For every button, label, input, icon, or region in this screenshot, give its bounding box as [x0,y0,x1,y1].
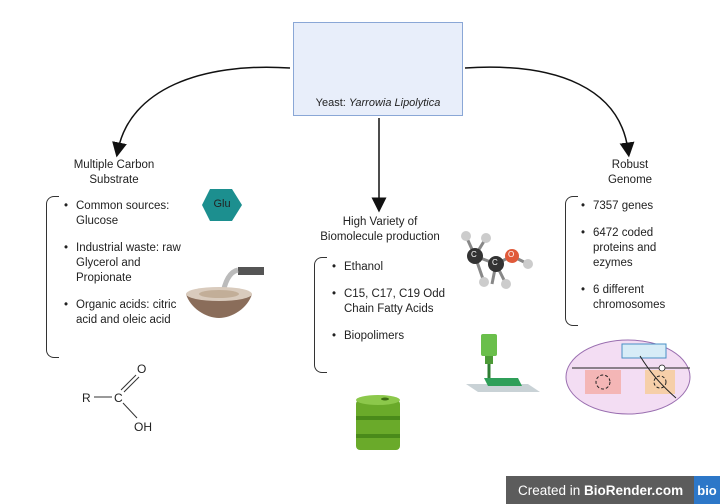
footer-brand: BioRender.com [584,482,684,498]
ethanol-carbon-label-1: C [471,250,477,259]
footer-text: Created in BioRender.com [506,483,694,498]
list-item: Common sources: Glucose [62,199,184,229]
biomolecule-list: Ethanol C15, C17, C19 Odd Chain Fatty Ac… [330,260,450,356]
formula-oh: OH [134,420,152,434]
genome-heading-line2: Genome [607,174,653,186]
glucose-hexagon-icon [202,189,242,221]
left-brace [46,196,59,358]
middle-brace [314,257,327,373]
industrial-waste-bowl-icon [186,267,264,318]
carbon-substrate-heading-line1: Multiple Carbon [73,159,155,171]
ethanol-oxygen-label: O [508,250,515,259]
formula-c: C [114,391,123,405]
footer-prefix: Created in [518,482,585,498]
carboxylic-acid-formula: R C O OH [82,362,152,434]
biomolecule-heading-line1: High Variety of [342,216,418,228]
list-item: 7357 genes [579,199,691,214]
formula-o: O [137,362,146,376]
list-item: 6472 coded proteins and ezymes [579,226,691,271]
yeast-species-name: Yarrowia Lipolytica [348,97,441,109]
right-brace [565,196,578,326]
list-item: Organic acids: citric acid and oleic aci… [62,298,184,328]
genome-heading-line1: Robust [611,159,649,171]
genome-heading: Robust Genome [580,158,680,188]
yeast-box: Yeast: Yarrowia Lipolytica [293,22,463,116]
arrow-to-genome [464,66,635,158]
biorender-footer[interactable]: Created in BioRender.com bio [506,476,720,504]
list-item: C15, C17, C19 Odd Chain Fatty Acids [330,287,450,317]
list-item: Biopolimers [330,329,450,344]
genome-plasmid-icon [565,339,691,415]
biorender-logo-icon: bio [694,476,720,504]
list-item: Industrial waste: raw Glycerol and Propi… [62,241,184,286]
genome-list: 7357 genes 6472 coded proteins and ezyme… [579,199,691,325]
yeast-caption: Yeast: Yarrowia Lipolytica [294,97,462,109]
carbon-substrate-heading-line2: Substrate [89,174,139,186]
list-item: Ethanol [330,260,450,275]
carbon-substrate-list: Common sources: Glucose Industrial waste… [62,199,184,340]
biomolecule-heading-line2: Biomolecule production [320,231,440,243]
yeast-caption-prefix: Yeast: [315,97,349,109]
biofuel-barrel-icon [356,395,400,450]
arrow-to-carbon-substrate [112,66,291,158]
ethanol-molecule-icon [461,231,533,289]
formula-r: R [82,391,91,405]
glucose-label: Glu [213,198,231,210]
list-item: 6 different chromosomes [579,283,691,313]
biomolecule-heading: High Variety of Biomolecule production [300,215,460,245]
ethanol-carbon-label-2: C [492,258,498,267]
bioprinter-icon [466,334,540,392]
carbon-substrate-heading: Multiple Carbon Substrate [54,158,174,188]
